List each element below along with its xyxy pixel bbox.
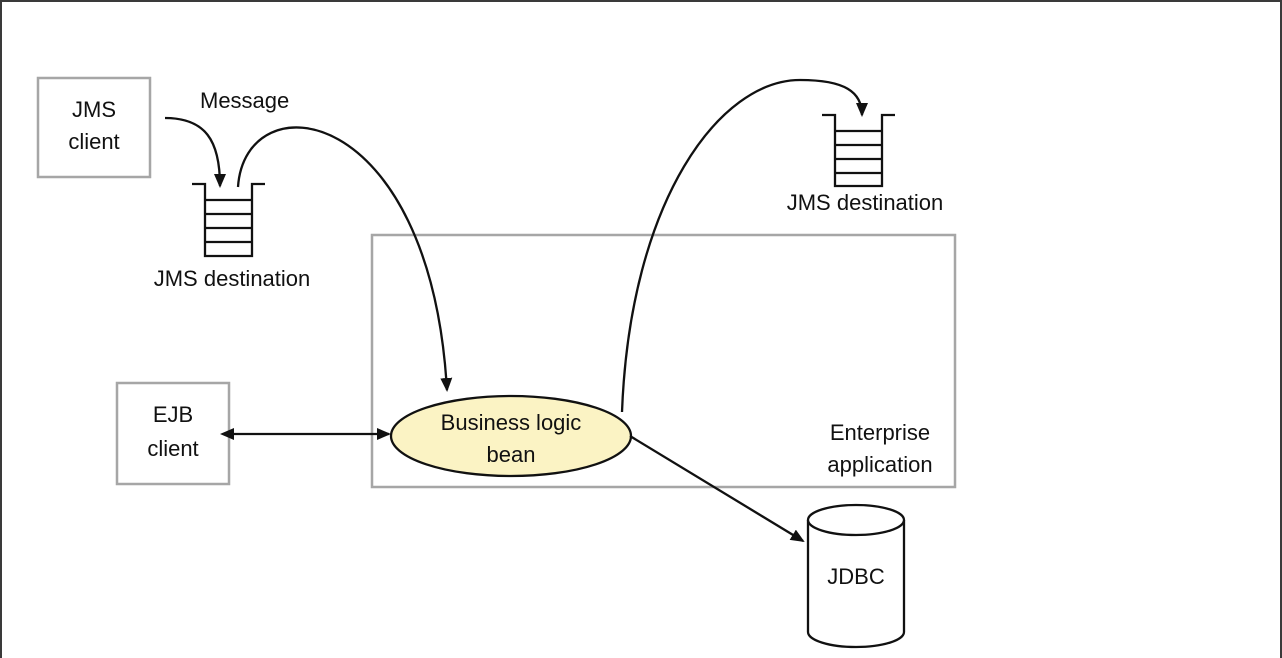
message-label: Message — [200, 88, 289, 113]
jms-destination-left-queue-icon — [192, 182, 265, 258]
jdbc-label: JDBC — [827, 564, 885, 589]
business-logic-bean-label-2: bean — [487, 442, 536, 467]
message-arrow-to-left-queue — [164, 116, 226, 188]
ejb-client-label-1: EJB — [153, 402, 193, 427]
enterprise-application-label-1: Enterprise — [830, 420, 930, 445]
jms-destination-left-label: JMS destination — [154, 266, 311, 291]
ejb-client-label-2: client — [147, 436, 198, 461]
enterprise-application-label-2: application — [827, 452, 932, 477]
jdbc-database-icon — [806, 503, 906, 649]
jms-destination-right-label: JMS destination — [787, 190, 944, 215]
business-logic-bean-label-1: Business logic — [441, 410, 582, 435]
jms-client-label-1: JMS — [72, 97, 116, 122]
enterprise-application-box — [370, 233, 957, 489]
jms-client-label-2: client — [68, 129, 119, 154]
arrow-bean-to-jdbc — [629, 435, 805, 543]
ejb-client-box — [115, 381, 231, 486]
arrow-left-queue-to-bean — [236, 126, 453, 392]
jms-client-box — [36, 76, 152, 179]
jms-destination-right-queue-icon — [822, 113, 895, 188]
arrow-bean-to-right-queue — [620, 78, 868, 413]
